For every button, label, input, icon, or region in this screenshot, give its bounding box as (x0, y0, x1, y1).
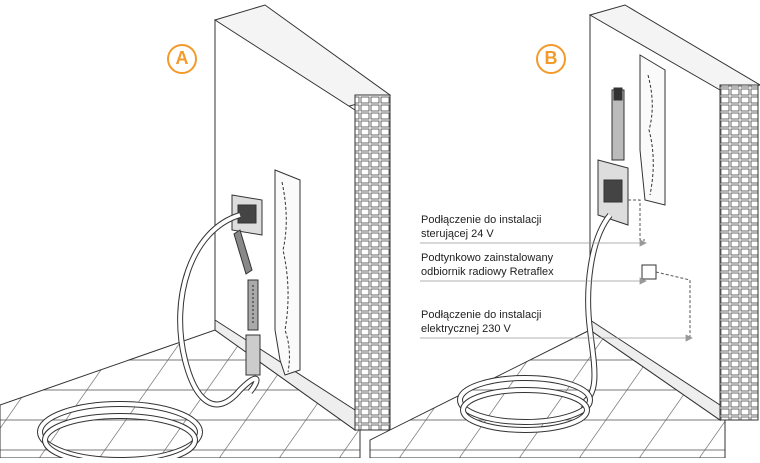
label-receiver-line2: odbiornik radiowy Retraflex (421, 266, 554, 278)
label-receiver: Podtynkowo zainstalowany odbiornik radio… (421, 251, 554, 279)
panel-a-badge: A (167, 44, 197, 74)
label-power-230v-line2: elektrycznej 230 V (421, 323, 511, 335)
valve-handle-a (233, 229, 253, 275)
label-control-24v-line2: sterującej 24 V (421, 228, 494, 240)
panel-b-badge: B (536, 44, 566, 74)
label-power-230v: Podłączenie do instalacji elektrycznej 2… (421, 308, 541, 336)
panel-b-illustration (369, 4, 760, 459)
leader-lines (420, 239, 693, 342)
wall-chase-a (274, 169, 301, 376)
label-control-24v-line1: Podłączenie do instalacji (421, 214, 542, 226)
wall-chase-b (639, 54, 666, 206)
wall-brick-edge-a (354, 94, 391, 431)
label-power-230v-line1: Podłączenie do instalacji (421, 309, 542, 321)
radio-receiver-box (641, 264, 657, 280)
panel-a-illustration (0, 4, 392, 463)
wall-brick-edge-b (719, 84, 759, 421)
label-control-24v: Podłączenie do instalacji sterującej 24 … (421, 213, 541, 241)
label-receiver-line1: Podtynkowo zainstalowany (421, 252, 554, 264)
